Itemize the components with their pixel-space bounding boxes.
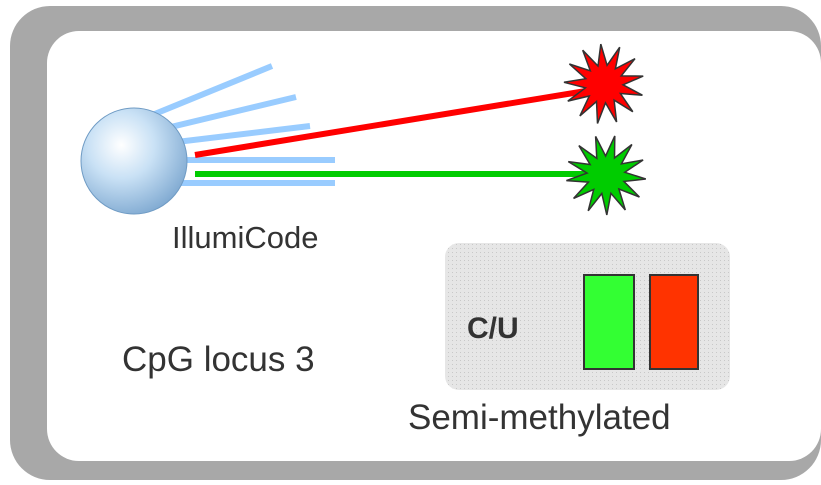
bead-label: IllumiCode (172, 220, 319, 255)
green-fluor-starburst (566, 135, 647, 216)
bead-sphere (80, 107, 188, 215)
red-fluor-starburst (563, 43, 644, 124)
red-probe-line (194, 86, 599, 158)
methylation-state-label: Semi-methylated (408, 398, 671, 437)
probe-tail-3 (159, 123, 311, 147)
locus-label: CpG locus 3 (122, 340, 315, 379)
green-signal-bar (583, 274, 635, 370)
red-signal-bar (649, 274, 699, 370)
probe-tail-1 (138, 63, 274, 123)
allele-label: C/U (467, 312, 519, 345)
